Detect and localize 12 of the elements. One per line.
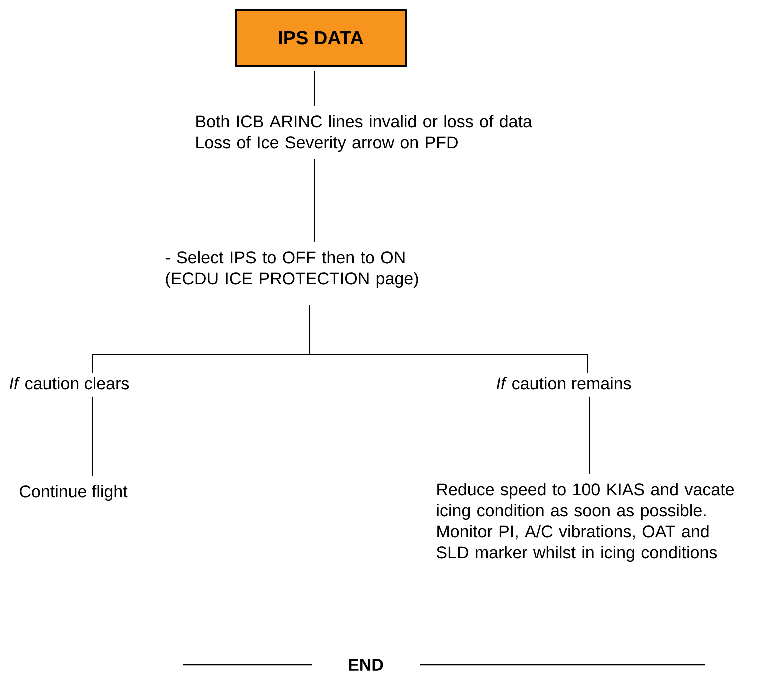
end-label: END [349,659,384,671]
step-text: If caution remains [496,377,632,390]
step-text: Reduce speed to 100 KIAS and vacate icing condition as soon as possible. Monitor PI, A/C vibrations, OAT and SLD marker whilst in icing conditions [436,483,734,562]
connector-line [314,158,316,242]
connector-line [314,70,316,106]
connector-line [92,396,94,476]
step-text: - Select IPS to OFF then to ON (ECDU ICE PROTECTION page) [166,251,418,288]
step-text: If caution clears [10,377,130,390]
step-text: Continue flight [20,485,128,502]
title-box: IPS DATA [235,9,407,67]
step-text: Both ICB ARINC lines invalid or loss of data Loss of Ice Severity arrow on PFD [196,115,532,152]
connector-line [310,304,588,374]
